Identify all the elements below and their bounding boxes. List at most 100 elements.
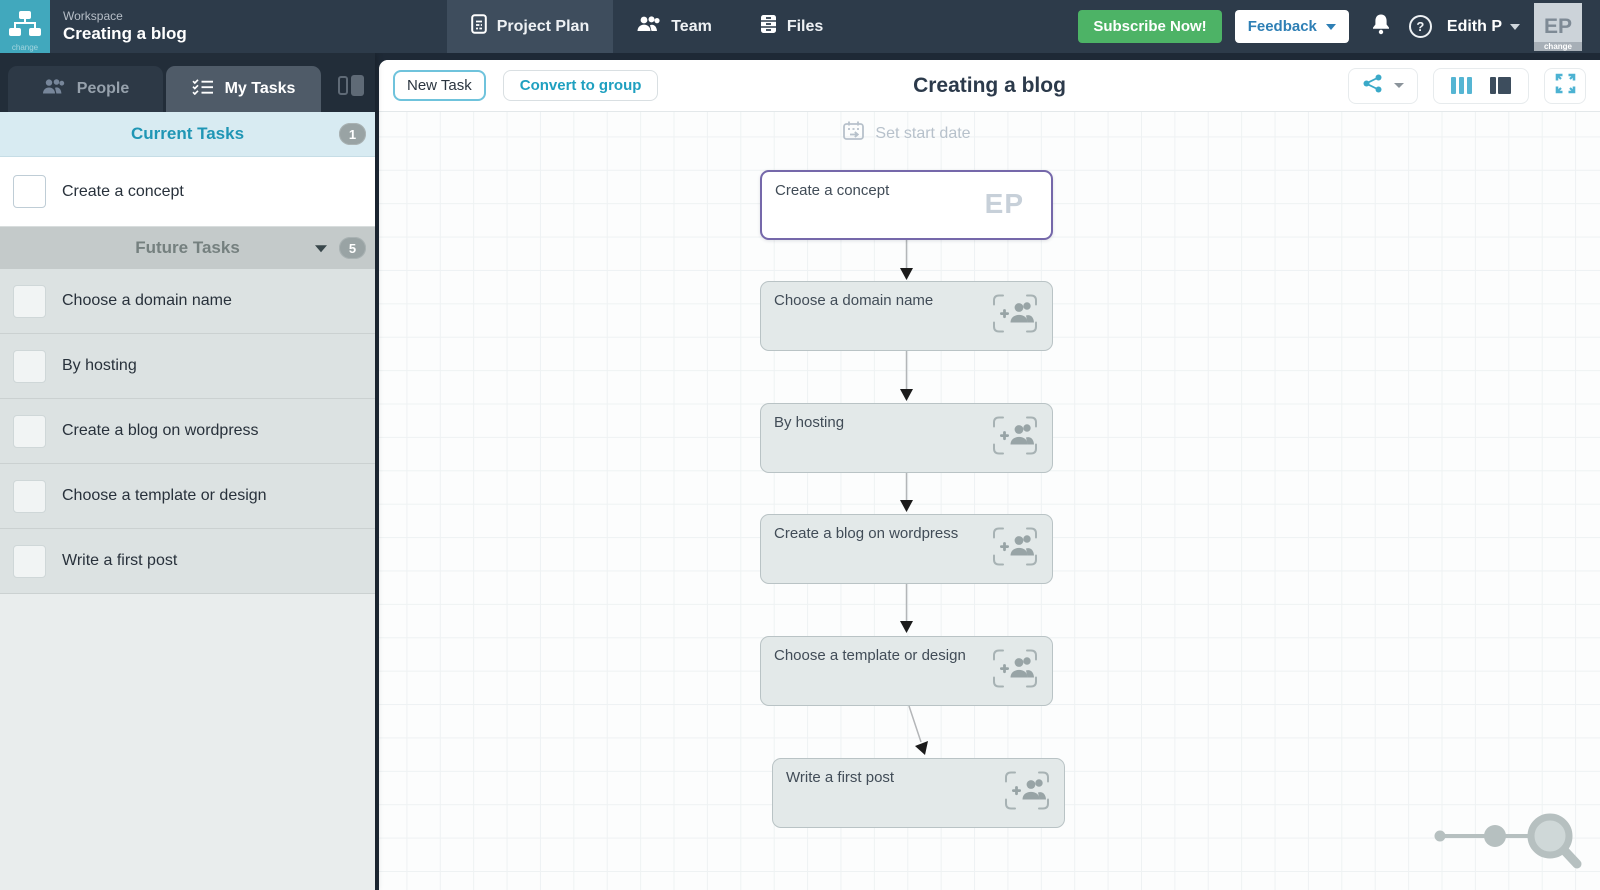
feedback-button[interactable]: Feedback [1234, 10, 1349, 43]
collapse-icon [338, 76, 348, 95]
node-label: By hosting [774, 414, 845, 431]
question-icon: ? [1416, 19, 1425, 34]
notifications-button[interactable] [1371, 13, 1391, 40]
app-logo[interactable]: change [0, 0, 50, 53]
node-label: Write a first post [786, 769, 895, 786]
project-plan-sheet: New Task Convert to group Creating a blo… [379, 60, 1600, 890]
logo-change-caption: change [11, 43, 39, 52]
collapse-sidebar-button[interactable] [338, 75, 364, 96]
future-tasks-count-badge: 5 [339, 237, 366, 259]
set-start-date-label: Set start date [875, 124, 971, 142]
checklist-icon [191, 78, 214, 100]
node-label: Choose a template or design [774, 647, 966, 664]
node-label: Choose a domain name [774, 292, 934, 309]
node-assignee-initials: EP [984, 188, 1024, 219]
node-create-a-blog-on-wordpress[interactable]: Create a blog on wordpress [760, 514, 1053, 584]
sidebar-tabs: People My Tasks [0, 53, 375, 112]
sidebar-tab-label: People [76, 80, 130, 97]
tab-team[interactable]: Team [613, 0, 736, 53]
view-mode-toggle [1433, 67, 1529, 104]
workspace-block: Workspace Creating a blog [63, 9, 187, 44]
zoom-control[interactable] [1430, 796, 1590, 878]
help-button[interactable]: ? [1408, 15, 1432, 38]
current-tasks-header[interactable]: Current Tasks 1 [0, 112, 375, 157]
sidebar-tab-my-tasks[interactable]: My Tasks [166, 66, 321, 112]
avatar-initials: EP [1543, 14, 1572, 38]
node-label: Create a concept [775, 182, 890, 199]
user-menu[interactable]: Edith P [1447, 18, 1520, 36]
assign-people-icon[interactable] [988, 290, 1042, 343]
tab-label: Team [671, 17, 712, 35]
collapse-icon-filled [351, 75, 364, 96]
canvas-toolbar: New Task Convert to group Creating a blo… [379, 60, 1600, 112]
bell-icon [1371, 13, 1391, 40]
canvas-wrapper: New Task Convert to group Creating a blo… [375, 53, 1600, 890]
top-nav-tabs: Project Plan Team Files [446, 0, 848, 53]
node-by-hosting[interactable]: By hosting [760, 403, 1053, 473]
task-row-create-a-blog-on-wordpress[interactable]: Create a blog on wordpress [0, 399, 375, 464]
set-start-date-button[interactable]: Set start date [760, 120, 1053, 147]
task-checkbox[interactable] [13, 544, 46, 578]
sidebar-tab-label: My Tasks [224, 80, 296, 97]
sidebar-tab-people[interactable]: People [8, 66, 163, 112]
task-checkbox[interactable] [13, 414, 46, 448]
task-row-by-hosting[interactable]: By hosting [0, 334, 375, 399]
calendar-icon [842, 120, 866, 147]
team-people-icon [637, 16, 661, 37]
node-choose-a-domain-name[interactable]: Choose a domain name [760, 281, 1053, 351]
convert-to-group-button[interactable]: Convert to group [502, 70, 659, 101]
chevron-down-icon [1325, 23, 1336, 30]
node-label: Create a blog on wordpress [774, 525, 959, 542]
top-navbar: change Workspace Creating a blog Project… [0, 0, 1600, 53]
task-row-write-a-first-post[interactable]: Write a first post [0, 529, 375, 594]
task-row-create-a-concept[interactable]: Create a concept [0, 157, 375, 227]
current-tasks-count-badge: 1 [339, 123, 366, 145]
task-label: Create a concept [62, 182, 184, 200]
user-name: Edith P [1446, 17, 1502, 35]
tab-label: Project Plan [496, 17, 590, 35]
tab-project-plan[interactable]: Project Plan [446, 0, 614, 53]
task-checkbox[interactable] [13, 284, 46, 318]
task-checkbox[interactable] [13, 479, 46, 513]
canvas-toolbar-right [1348, 67, 1586, 104]
assign-people-icon[interactable] [988, 523, 1042, 576]
task-checkbox[interactable] [13, 349, 46, 383]
node-choose-a-template-or-design[interactable]: Choose a template or design [760, 636, 1053, 706]
new-task-button[interactable]: New Task [393, 70, 486, 101]
chevron-down-icon [1510, 23, 1520, 30]
task-label: Write a first post [62, 552, 178, 569]
topbar-right-controls: Subscribe Now! Feedback ? Edith P EP cha… [1078, 2, 1600, 51]
share-button[interactable] [1348, 67, 1418, 104]
node-write-a-first-post[interactable]: Write a first post [772, 758, 1065, 828]
avatar[interactable]: EP change [1534, 2, 1582, 51]
feedback-label: Feedback [1247, 18, 1317, 35]
document-icon [470, 14, 487, 39]
sidebar-layout-view-icon[interactable] [1490, 77, 1511, 94]
assign-people-icon[interactable] [988, 645, 1042, 698]
columns-view-icon[interactable] [1451, 77, 1472, 94]
future-tasks-header[interactable]: Future Tasks 5 [0, 227, 375, 269]
task-checkbox[interactable] [13, 175, 46, 208]
flowchart-logo-icon [8, 9, 42, 44]
tab-label: Files [786, 17, 824, 35]
section-title: Current Tasks [130, 124, 245, 143]
assign-people-icon[interactable] [988, 412, 1042, 465]
node-create-a-concept[interactable]: Create a concept EP [760, 170, 1053, 240]
flowchart-canvas[interactable]: Set start date [379, 112, 1600, 890]
assign-people-icon[interactable] [1000, 767, 1054, 820]
workspace-project-title: Creating a blog [63, 24, 187, 43]
share-icon [1362, 74, 1384, 98]
section-title: Future Tasks [135, 238, 240, 257]
tab-files[interactable]: Files [736, 0, 847, 53]
sidebar-empty-area [0, 594, 375, 890]
task-row-choose-a-domain-name[interactable]: Choose a domain name [0, 269, 375, 334]
task-label: Choose a domain name [62, 292, 232, 309]
task-row-choose-a-template-or-design[interactable]: Choose a template or design [0, 464, 375, 529]
task-label: Choose a template or design [62, 487, 267, 504]
avatar-change-caption: change [1534, 41, 1582, 51]
workspace-label: Workspace [63, 9, 123, 23]
fullscreen-button[interactable] [1544, 67, 1586, 104]
file-cabinet-icon [760, 14, 777, 39]
subscribe-now-button[interactable]: Subscribe Now! [1078, 10, 1222, 43]
chevron-down-icon [1394, 83, 1404, 88]
